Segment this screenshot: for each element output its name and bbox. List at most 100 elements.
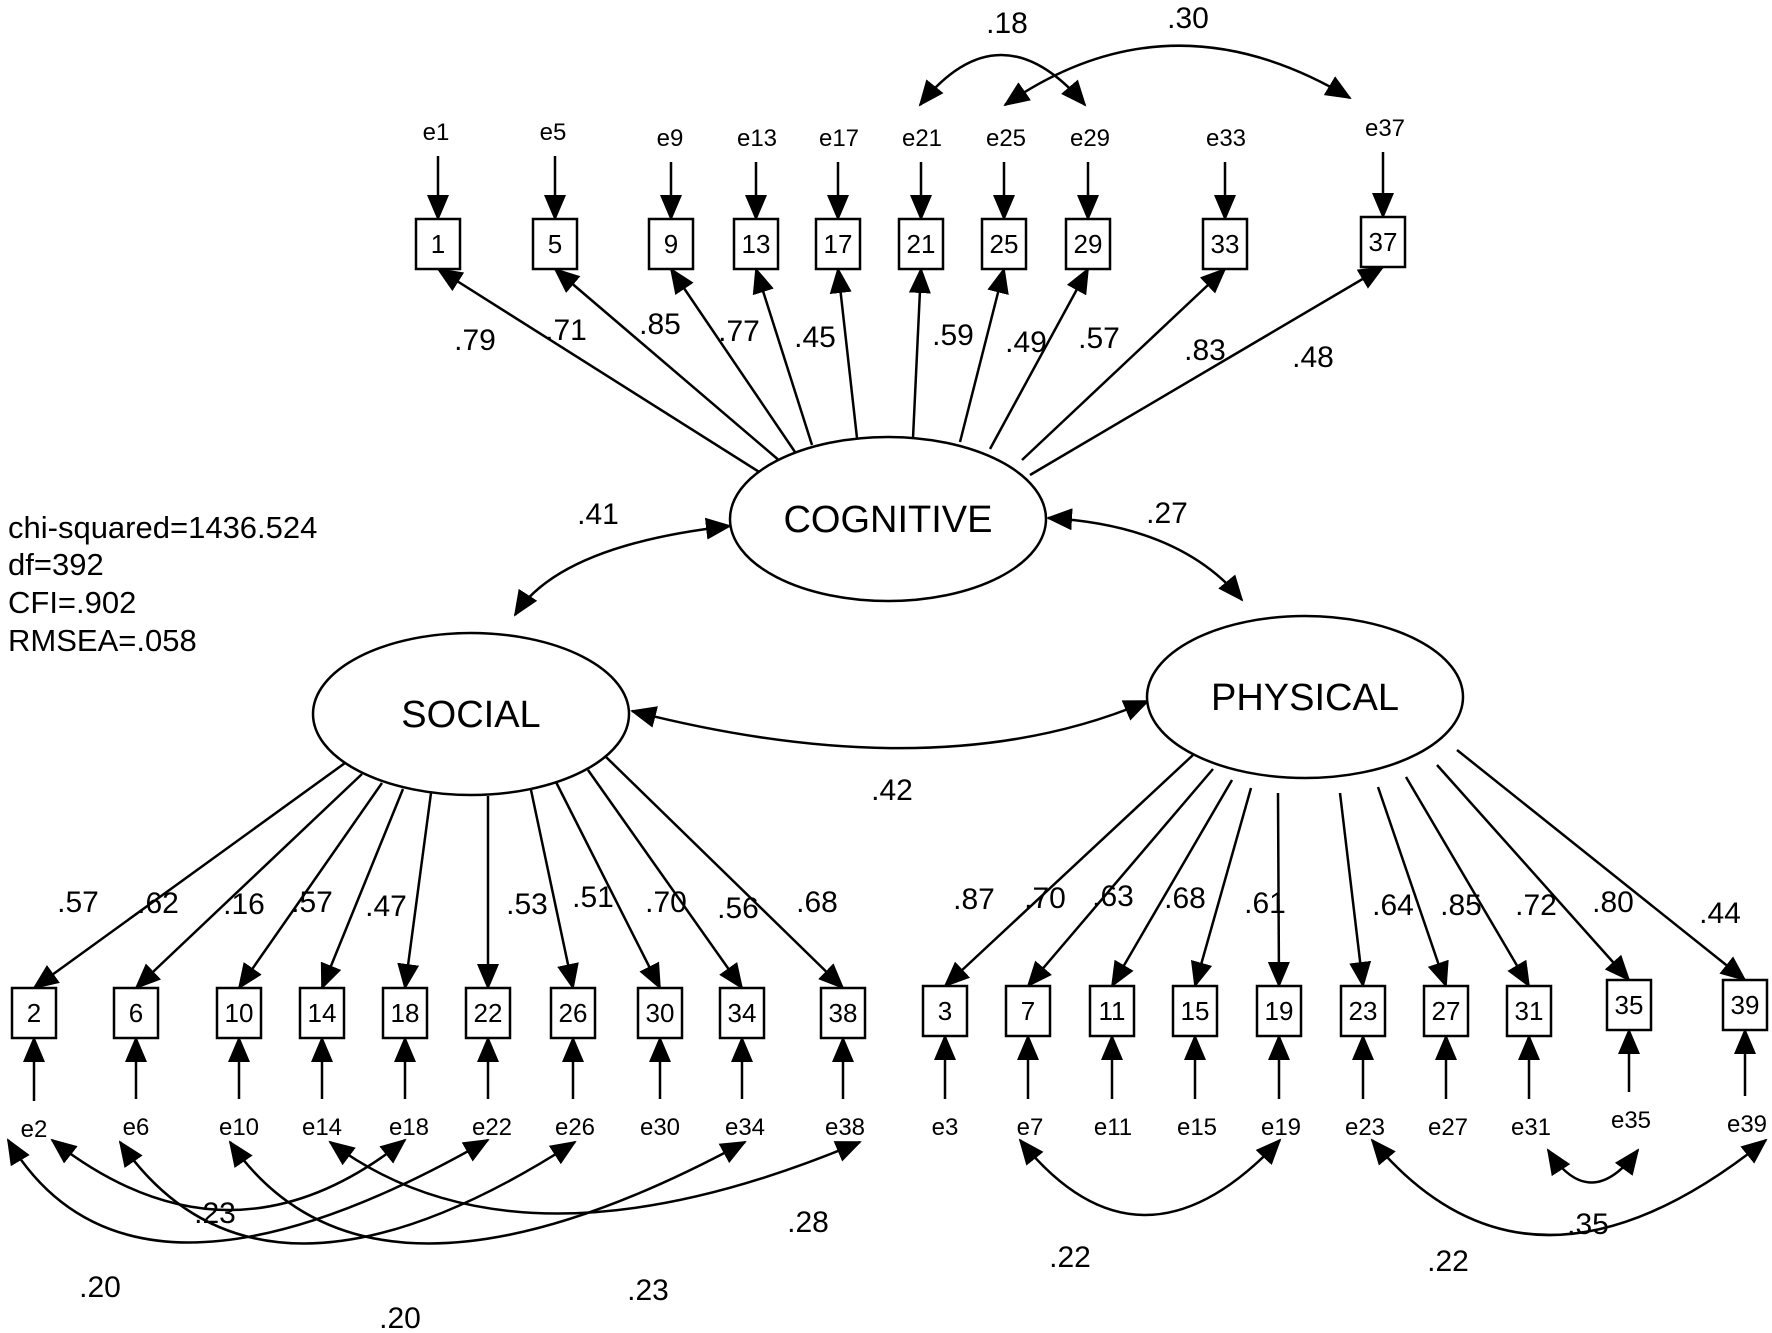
indicator-label-35: 35 [1615, 990, 1644, 1020]
error-label-e26: e26 [555, 1114, 595, 1141]
indicator-label-26: 26 [559, 998, 588, 1028]
error-label-e7: e7 [1017, 1114, 1044, 1141]
indicator-box-27 [1422, 984, 1470, 1038]
indicator-label-33: 33 [1211, 229, 1240, 259]
connector-layer [6, 44, 1768, 1245]
loading-arrow-30 [554, 781, 662, 990]
loading-label-29: .57 [1078, 322, 1120, 355]
loading-arrow-1 [436, 267, 765, 477]
indicator-box-5 [531, 217, 579, 271]
loading-arrow-14 [320, 788, 405, 990]
indicator-box-17 [814, 217, 862, 271]
indicator-box-9 [647, 217, 695, 271]
indicator-label-6: 6 [129, 998, 143, 1028]
error-label-e10: e10 [219, 1114, 259, 1141]
indicator-box-25 [980, 217, 1028, 271]
error-covariance-label-e10-e34: .23 [627, 1274, 669, 1307]
indicator-label-37: 37 [1369, 227, 1398, 257]
loading-arrow-39 [1456, 749, 1747, 982]
loading-label-34: .56 [717, 892, 759, 925]
latent-correlation-cognitive-social [513, 517, 732, 617]
indicator-label-22: 22 [474, 998, 503, 1028]
indicator-box-13 [732, 217, 780, 271]
error-label-e21: e21 [902, 125, 942, 152]
error-label-e17: e17 [819, 125, 859, 152]
indicator-box-3 [921, 984, 969, 1038]
error-covariance-e25-e37 [1003, 44, 1352, 107]
error-covariance-label-e2-e22: .20 [79, 1271, 121, 1304]
indicator-label-15: 15 [1181, 996, 1210, 1026]
fit-rmsea: RMSEA=.058 [8, 623, 197, 658]
indicator-box-14 [298, 986, 346, 1040]
indicator-label-18: 18 [391, 998, 420, 1028]
loading-label-19: .61 [1244, 887, 1286, 920]
error-label-e35: e35 [1611, 1107, 1651, 1134]
error-covariance-e23-e39 [1370, 1138, 1768, 1237]
loading-label-38: .68 [796, 886, 838, 919]
error-covariance-label-e6-e26: .20 [379, 1302, 421, 1333]
error-label-e1: e1 [423, 119, 450, 146]
indicator-box-10 [215, 986, 263, 1040]
node-layer [10, 215, 1769, 1040]
loading-label-1: .79 [454, 324, 496, 357]
loading-label-22: .53 [506, 888, 548, 921]
loading-arrow-26 [529, 789, 579, 990]
loading-label-27: .85 [1440, 889, 1482, 922]
loading-arrow-18 [397, 792, 433, 990]
indicator-label-7: 7 [1021, 996, 1035, 1026]
error-label-e3: e3 [932, 1114, 959, 1141]
error-covariance-label-e14-e38: .28 [787, 1206, 829, 1239]
indicator-box-31 [1505, 984, 1553, 1038]
loading-arrow-11 [1110, 779, 1234, 988]
error-label-e9: e9 [657, 125, 684, 152]
indicator-label-10: 10 [225, 998, 254, 1028]
loading-arrow-7 [1026, 768, 1214, 988]
indicator-label-21: 21 [907, 229, 936, 259]
indicator-label-29: 29 [1074, 229, 1103, 259]
error-covariance-e6-e26 [118, 1140, 577, 1245]
indicator-label-38: 38 [829, 998, 858, 1028]
loading-label-33: .83 [1184, 334, 1226, 367]
fit-cfi: CFI=.902 [8, 585, 136, 620]
indicator-label-5: 5 [548, 229, 562, 259]
loading-arrow-13 [752, 267, 814, 446]
indicator-box-6 [112, 986, 160, 1040]
indicator-box-21 [897, 217, 945, 271]
loading-arrow-19 [1267, 792, 1290, 988]
error-label-e19: e19 [1261, 1114, 1301, 1141]
loading-label-6: .62 [137, 887, 179, 920]
error-label-e25: e25 [986, 125, 1026, 152]
latent-correlation-social-physical [630, 699, 1150, 750]
latent-ellipse-social [311, 631, 631, 797]
latent-correlation-label-social-physical: .42 [871, 774, 913, 807]
loading-label-30: .70 [645, 886, 687, 919]
error-label-e34: e34 [725, 1114, 765, 1141]
latent-correlation-label-cognitive-physical: .27 [1146, 497, 1188, 530]
indicator-label-17: 17 [824, 229, 853, 259]
latent-correlation-label-cognitive-social: .41 [577, 498, 619, 531]
loading-label-10: .16 [223, 888, 265, 921]
indicator-label-27: 27 [1432, 996, 1461, 1026]
indicator-box-1 [414, 217, 462, 271]
indicator-label-31: 31 [1515, 996, 1544, 1026]
loading-label-25: .49 [1005, 326, 1047, 359]
fit-statistics: chi-squared=1436.524 df=392 CFI=.902 RMS… [8, 510, 317, 658]
loading-arrow-23 [1338, 792, 1372, 988]
indicator-box-18 [381, 986, 429, 1040]
latent-label-physical: PHYSICAL [1211, 677, 1399, 719]
loading-arrow-25 [958, 267, 1009, 443]
loading-label-26: .51 [572, 881, 614, 914]
indicator-box-29 [1064, 217, 1112, 271]
error-label-e37: e37 [1365, 115, 1405, 142]
loading-label-37: .48 [1292, 341, 1334, 374]
latent-ellipse-physical [1145, 614, 1465, 780]
indicator-label-23: 23 [1349, 996, 1378, 1026]
loading-label-11: .63 [1092, 880, 1134, 913]
loading-arrow-27 [1376, 786, 1449, 988]
loading-label-15: .68 [1164, 882, 1206, 915]
error-covariance-e2-e22 [6, 1138, 490, 1244]
loading-arrow-31 [1404, 776, 1531, 988]
loading-label-21: .59 [932, 319, 974, 352]
